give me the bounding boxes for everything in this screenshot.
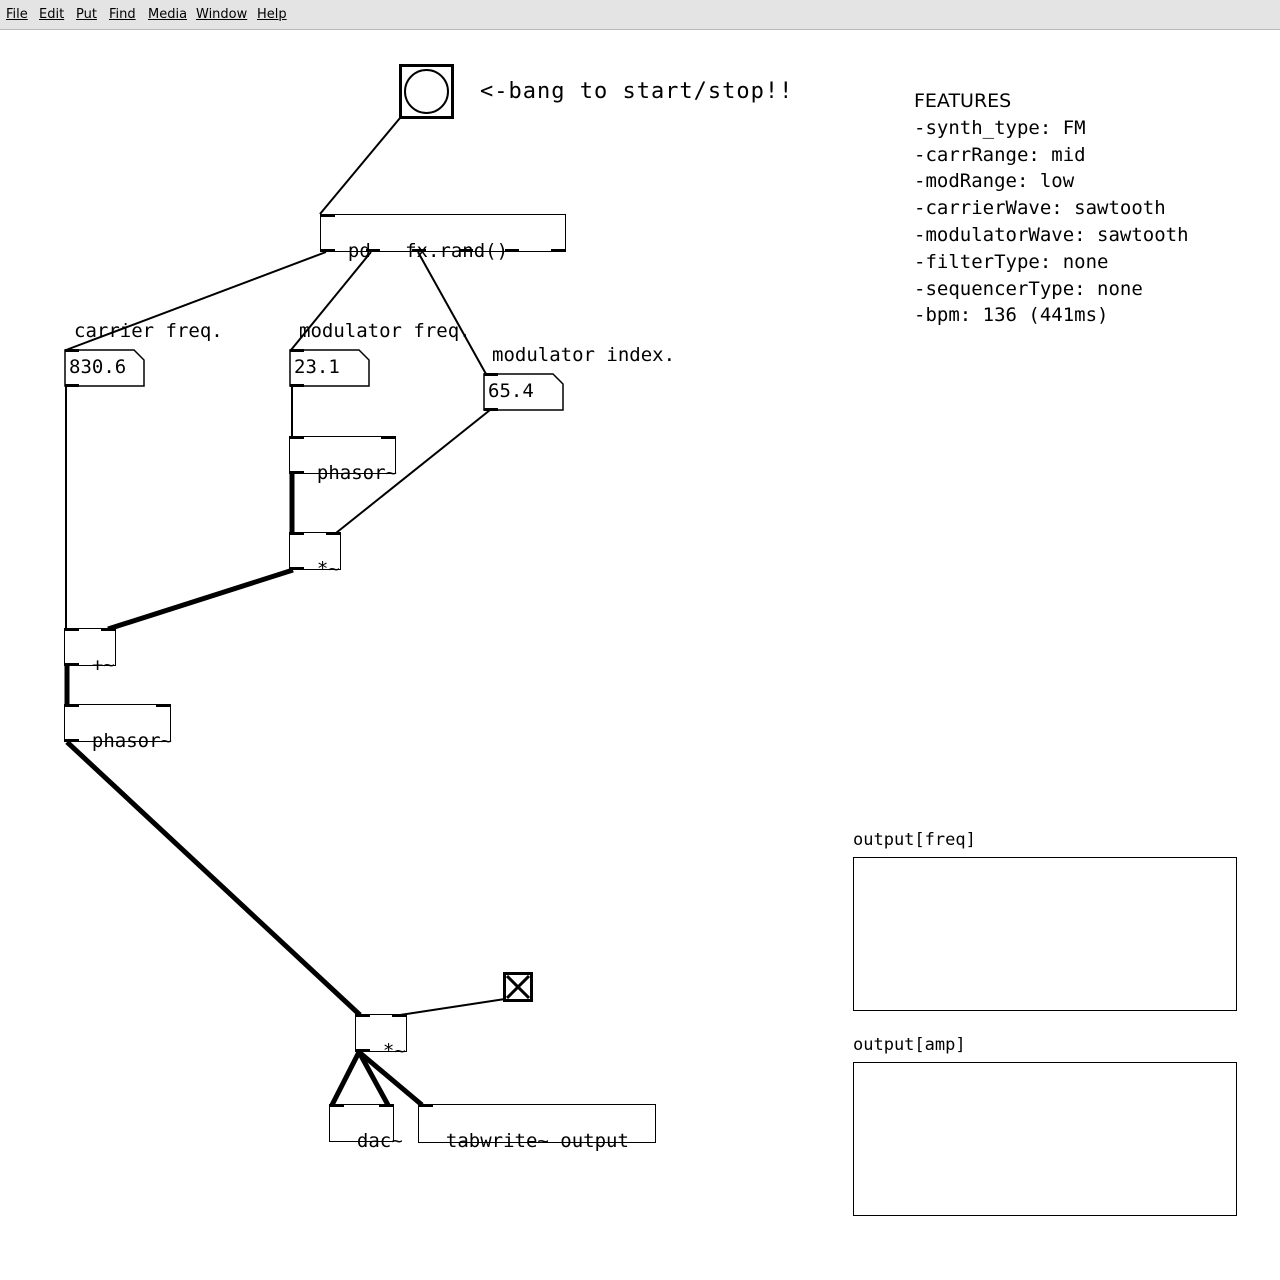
modulator-index-value: 65.4 [488, 380, 534, 402]
feature-line: -carrRange: mid [914, 143, 1086, 166]
modulator-freq-label: modulator freq. [299, 320, 471, 342]
inlet[interactable] [101, 628, 115, 631]
add-label: +~ [91, 654, 115, 676]
features-title: FEATURES [914, 90, 1012, 112]
outlet[interactable] [65, 739, 79, 742]
menu-edit[interactable]: Edit [39, 7, 65, 22]
inlet[interactable] [326, 532, 340, 535]
menu-bar: File Edit Put Find Media Window Help [0, 0, 1280, 30]
feature-line: -bpm: 136 (441ms) [914, 304, 1109, 327]
outlet[interactable] [412, 249, 426, 252]
toggle-x-icon [506, 975, 530, 999]
pd-fx-rand-object[interactable]: pd fx.rand() [320, 214, 566, 261]
array-freq-label: output[freq] [853, 830, 976, 850]
menu-put[interactable]: Put [76, 7, 97, 22]
phasor-carrier-object[interactable]: phasor~ [64, 704, 172, 751]
add-object[interactable]: +~ [64, 628, 116, 675]
inlet[interactable] [65, 704, 79, 707]
carrier-freq-number[interactable] [64, 349, 146, 388]
phasor-modulator-object[interactable]: phasor~ [289, 436, 397, 483]
multiply-output-object[interactable]: *~ [355, 1014, 407, 1061]
outlet[interactable] [356, 1049, 370, 1052]
inlet[interactable] [330, 1104, 344, 1107]
dac-label: dac~ [356, 1130, 403, 1152]
feature-line: -sequencerType: none [914, 277, 1143, 300]
feature-line: -filterType: none [914, 250, 1109, 273]
multiply-output-label: *~ [382, 1040, 406, 1062]
inlet[interactable] [392, 1014, 406, 1017]
cord-pd-to-carrier [65, 251, 327, 351]
cord-pd-to-modfreq [290, 251, 372, 351]
feature-line: -modRange: low [914, 170, 1075, 193]
outlet[interactable] [290, 567, 304, 570]
tabwrite-label: tabwrite~ output [445, 1130, 629, 1152]
outlet[interactable] [65, 663, 79, 666]
menu-find[interactable]: Find [109, 7, 136, 22]
inlet[interactable] [381, 436, 395, 439]
cord-toggle-to-mult [399, 998, 506, 1016]
array-amp-label: output[amp] [853, 1035, 966, 1055]
inlet[interactable] [356, 1014, 370, 1017]
cord-mult-to-dac-left [329, 1050, 362, 1107]
multiply-modulator-label: *~ [316, 558, 340, 580]
modulator-index-label: modulator index. [492, 344, 676, 366]
phasor-modulator-label: phasor~ [316, 462, 397, 484]
cord-mult-to-tabwrite [357, 1050, 424, 1107]
cord-mult-to-add [107, 567, 294, 632]
menu-file[interactable]: File [6, 7, 28, 22]
inlet[interactable] [419, 1104, 433, 1107]
outlet[interactable] [551, 249, 565, 252]
carrier-freq-value: 830.6 [69, 356, 127, 378]
bang-circle-icon [404, 69, 449, 114]
inlet[interactable] [379, 1104, 393, 1107]
pd-fx-rand-label: pd fx.rand() [347, 240, 509, 262]
toggle-switch[interactable] [503, 972, 533, 1002]
bang-button[interactable] [399, 64, 454, 119]
feature-line: -modulatorWave: sawtooth [914, 223, 1189, 246]
array-amp-graph[interactable] [853, 1062, 1237, 1216]
menu-help[interactable]: Help [257, 7, 287, 22]
dac-object[interactable]: dac~ [329, 1104, 403, 1151]
inlet[interactable] [321, 214, 335, 217]
inlet[interactable] [156, 704, 170, 707]
modulator-freq-number[interactable] [289, 349, 371, 388]
inlet[interactable] [290, 532, 304, 535]
feature-line: -synth_type: FM [914, 116, 1086, 139]
features-comment: FEATURES -synth_type: FM -carrRange: mid… [914, 88, 1189, 329]
carrier-freq-label: carrier freq. [74, 320, 223, 342]
bang-comment: <-bang to start/stop!! [480, 79, 794, 104]
outlet[interactable] [321, 249, 335, 252]
feature-line: -carrierWave: sawtooth [914, 197, 1166, 220]
multiply-modulator-object[interactable]: *~ [289, 532, 341, 579]
modulator-freq-value: 23.1 [294, 356, 340, 378]
cord-phasor-to-mult-out [65, 740, 362, 1017]
menu-window[interactable]: Window [196, 7, 248, 22]
cord-mult-to-dac-right [356, 1050, 391, 1107]
array-freq-graph[interactable] [853, 857, 1237, 1011]
cord-pd-to-modindex [417, 251, 487, 375]
outlet[interactable] [290, 471, 304, 474]
inlet[interactable] [65, 628, 79, 631]
inlet[interactable] [290, 436, 304, 439]
phasor-carrier-label: phasor~ [91, 730, 172, 752]
outlet[interactable] [459, 249, 473, 252]
menu-media[interactable]: Media [148, 7, 188, 22]
outlet[interactable] [366, 249, 380, 252]
tabwrite-object[interactable]: tabwrite~ output [418, 1104, 656, 1151]
cord-modindex-to-mult [335, 409, 491, 534]
outlet[interactable] [505, 249, 519, 252]
modulator-index-number[interactable] [483, 373, 565, 412]
cord-bang-to-pd [319, 117, 401, 215]
